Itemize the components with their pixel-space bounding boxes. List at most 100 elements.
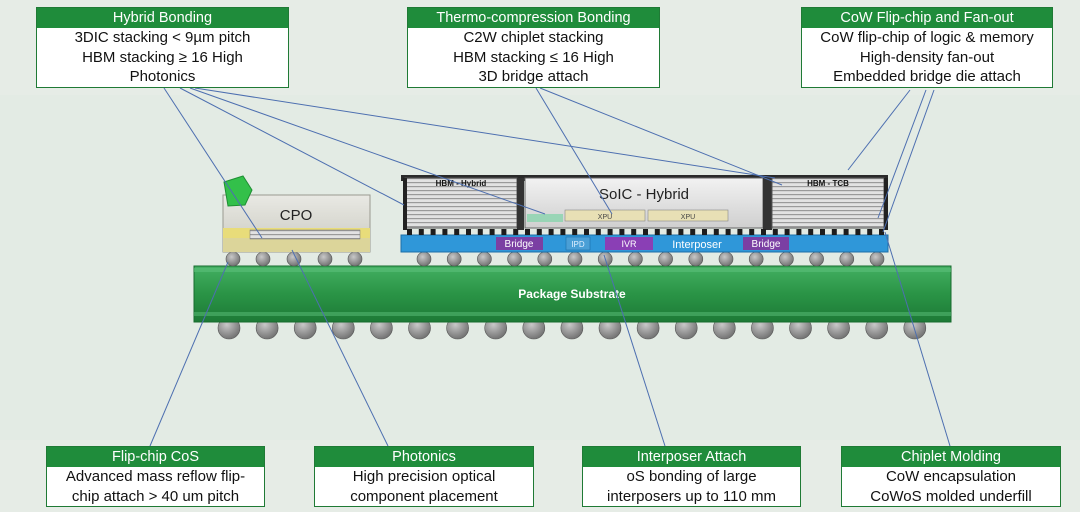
callout-line: interposers up to 110 mm <box>607 487 776 505</box>
interposer-label: Interposer <box>672 239 722 251</box>
micro-bump <box>430 229 436 235</box>
callout-title: Interposer Attach <box>583 447 800 467</box>
leader-cow-bridge <box>847 89 911 171</box>
micro-bump <box>713 229 719 235</box>
micro-bump <box>466 229 471 235</box>
callout-title: Photonics <box>315 447 533 467</box>
micro-bump <box>690 229 696 235</box>
callout-line: Photonics <box>129 68 196 85</box>
leader-cow-hbm <box>877 89 927 219</box>
micro-bump <box>607 229 613 235</box>
xpu-die-1 <box>564 209 646 222</box>
leader-hybrid-cpo <box>163 87 263 239</box>
callout-chiplet-molding: Chiplet Molding CoW encapsulation CoWoS … <box>841 446 1061 507</box>
micro-bump <box>536 229 542 235</box>
callout-title: Flip-chip CoS <box>47 447 264 467</box>
micro-bump <box>772 229 778 235</box>
callout-line: C2W chiplet stacking <box>463 29 604 46</box>
cpo-optical-coupler <box>223 175 253 207</box>
micro-bump <box>572 229 578 235</box>
micro-bump <box>808 229 814 235</box>
hbm-hybrid-label: HBM - Hybrid <box>436 179 487 188</box>
micro-bump <box>761 229 766 235</box>
callout-photonics: Photonics High precision optical compone… <box>314 446 534 507</box>
callout-flipchip-cos: Flip-chip CoS Advanced mass reflow flip-… <box>46 446 265 507</box>
mold-gap-2 <box>763 178 772 230</box>
mold-gap-1 <box>517 178 524 230</box>
soic-label: SoIC - Hybrid <box>599 186 689 203</box>
bridge-left-label: Bridge <box>505 239 534 250</box>
cpo-module <box>222 175 371 253</box>
micro-bump <box>654 229 660 235</box>
callout-line: CoW flip-chip of logic & memory <box>820 29 1034 46</box>
hbm-tcb-label: HBM - TCB <box>807 179 849 188</box>
substrate-top-layer <box>194 268 951 272</box>
cpo-label: CPO <box>280 207 313 224</box>
xpu-label-1: XPU <box>598 214 612 221</box>
micro-bump <box>879 229 884 235</box>
hbm-hybrid-stack <box>404 177 518 229</box>
micro-bump <box>796 229 802 235</box>
callout-line: 3D bridge attach <box>478 68 589 85</box>
callout-hybrid-bonding: Hybrid Bonding 3DIC stacking < 9µm pitch… <box>36 7 289 88</box>
leader-flipchip <box>149 261 229 447</box>
micro-bump <box>418 229 424 235</box>
callout-thermo-compression: Thermo-compression Bonding C2W chiplet s… <box>407 7 660 88</box>
bridge-right <box>743 237 789 250</box>
micro-bump <box>643 229 648 235</box>
micro-bump <box>442 229 448 235</box>
micro-bump <box>737 229 743 235</box>
callout-line: chip attach > 40 um pitch <box>71 487 240 505</box>
micro-bump <box>477 229 483 235</box>
callout-title: CoW Flip-chip and Fan-out <box>802 8 1052 28</box>
mold-edge-left <box>403 178 407 230</box>
ivr-die <box>605 237 653 250</box>
bridge-right-label: Bridge <box>752 239 781 250</box>
micro-bump <box>454 229 460 235</box>
callout-line: Embedded bridge die attach <box>833 68 1021 85</box>
callout-title: Chiplet Molding <box>842 447 1060 467</box>
callout-line: CoWoS molded underfill <box>870 487 1032 505</box>
micro-bump <box>831 229 837 235</box>
ivr-label: IVR <box>621 239 637 249</box>
leader-molding <box>884 231 951 447</box>
leader-tcb-soic <box>535 87 613 215</box>
micro-bump <box>784 229 790 235</box>
leader-hybrid-pic <box>179 87 405 206</box>
micro-bump <box>855 229 861 235</box>
micro-bump <box>560 229 566 235</box>
hbm-tcb-stack <box>771 177 885 229</box>
leader-interposer <box>603 254 666 447</box>
xpu-die-2 <box>647 209 729 222</box>
substrate-bottom-layer <box>194 312 951 316</box>
micro-bumps <box>407 229 884 235</box>
callout-line: component placement <box>350 487 498 505</box>
micro-bump <box>725 229 731 235</box>
micro-bump <box>867 229 873 235</box>
leader-tcb-hbm <box>539 87 783 186</box>
mold-edge-right <box>884 178 888 230</box>
callout-line: oS bonding of large <box>626 468 757 485</box>
callout-line: HBM stacking ≤ 16 High <box>453 48 614 66</box>
leader-hybrid-hbm <box>194 87 776 179</box>
micro-bump <box>820 229 825 235</box>
callout-line: 3DIC stacking < 9µm pitch <box>74 29 251 46</box>
leader-cow-fanout <box>882 89 935 233</box>
leader-photonics <box>291 249 389 447</box>
callout-line: High precision optical <box>352 468 496 485</box>
micro-bump <box>489 229 495 235</box>
c4-bumps <box>225 251 885 267</box>
cpo-base-layer <box>223 238 370 252</box>
micro-bump <box>595 229 601 235</box>
micro-bump <box>843 229 849 235</box>
callout-title: Thermo-compression Bonding <box>408 8 659 28</box>
callout-interposer-attach: Interposer Attach oS bonding of large in… <box>582 446 801 507</box>
micro-bump <box>501 229 507 235</box>
cpo-pic-die <box>249 229 361 240</box>
ipd-die <box>565 236 591 251</box>
callout-line: Advanced mass reflow flip- <box>65 468 246 485</box>
callout-line: High-density fan-out <box>859 48 995 66</box>
micro-bump <box>525 229 530 235</box>
micro-bump <box>584 229 589 235</box>
